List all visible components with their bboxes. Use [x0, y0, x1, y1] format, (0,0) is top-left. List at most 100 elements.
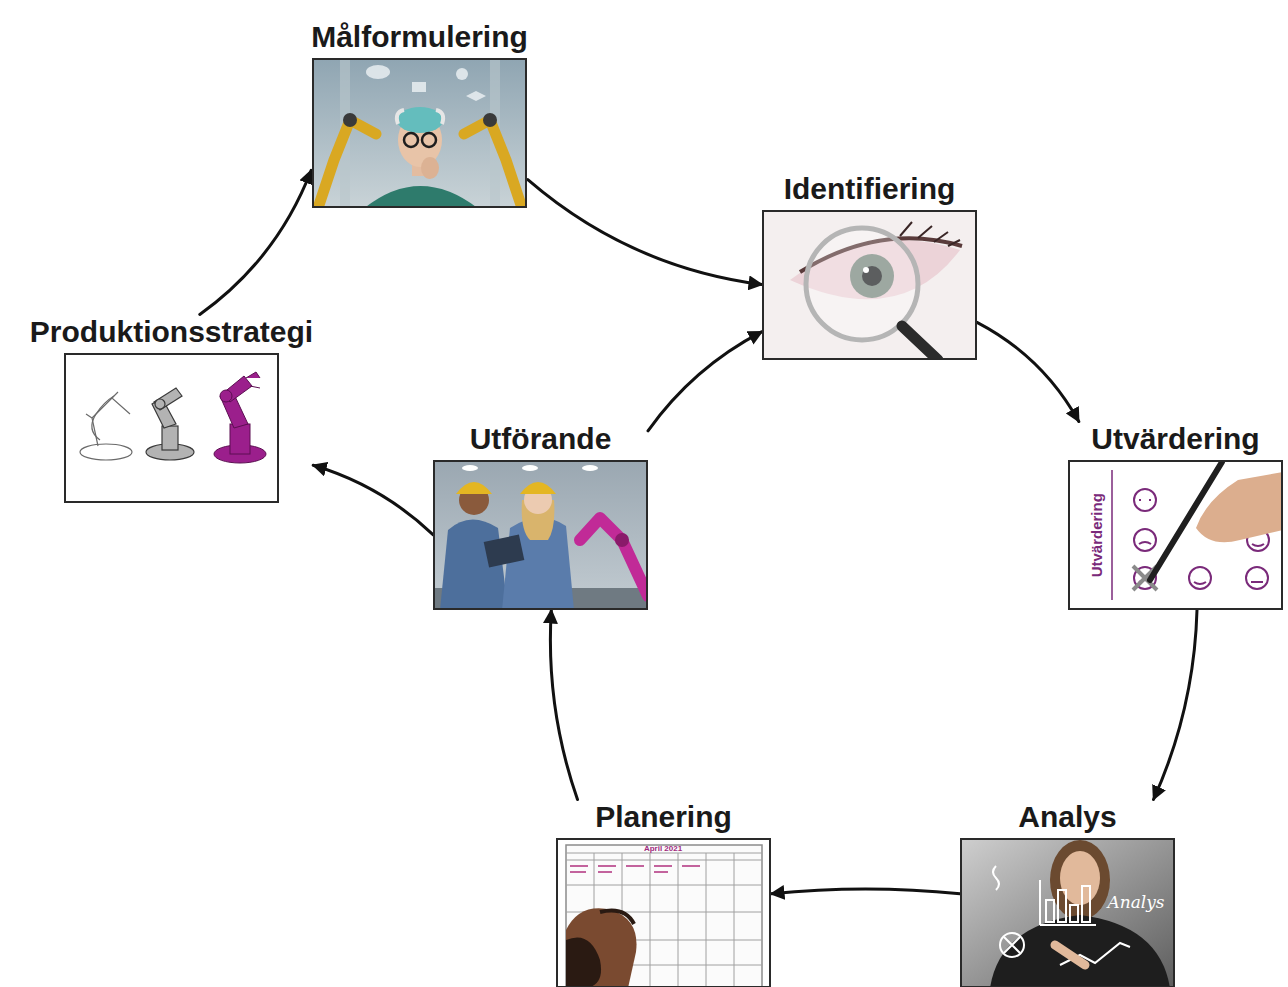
strategy-illustration — [64, 353, 279, 503]
cycle-arrow — [200, 170, 311, 314]
goal-illustration-part — [412, 82, 426, 92]
picture-frame — [762, 210, 977, 360]
planning-illustration-part — [570, 866, 700, 872]
goal-illustration-part — [366, 65, 390, 79]
analysis-illustration-part-part — [1040, 880, 1096, 925]
goal-illustration — [312, 58, 527, 208]
planning-illustration-part-part — [566, 885, 762, 886]
execution-illustration-part — [433, 460, 648, 610]
eye-illustration-part — [762, 210, 977, 360]
evaluation-illustration-part-part — [1189, 567, 1211, 589]
planning-illustration-part-part — [566, 853, 762, 854]
evaluation-illustration-part — [1111, 470, 1113, 600]
goal-illustration-part — [397, 110, 443, 124]
execution-illustration-part — [582, 465, 598, 471]
planning-illustration-part-part — [706, 853, 707, 987]
planning-illustration-part-part — [598, 871, 612, 873]
analysis-illustration-part-part — [1004, 937, 1020, 953]
planning-illustration-part-part — [626, 865, 644, 867]
analysis-illustration-part — [960, 838, 1175, 987]
planning-illustration-part — [566, 938, 601, 987]
analysis-illustration-part-part — [1082, 886, 1090, 922]
execution-illustration — [433, 460, 648, 610]
picture-frame — [960, 838, 1175, 987]
analysis-illustration-part-part — [1000, 933, 1024, 957]
step-heading: Produktionsstrategi — [30, 315, 313, 350]
strategy-illustration-part-part — [220, 390, 232, 402]
analysis-illustration-part — [1055, 945, 1085, 965]
planning-illustration-part-part — [654, 865, 672, 867]
planning-illustration-part-part — [566, 860, 762, 861]
strategy-illustration-part — [146, 388, 194, 460]
planning-illustration-part — [566, 845, 762, 987]
execution-illustration-part — [522, 465, 538, 471]
strategy-illustration-part-part — [92, 396, 114, 440]
strategy-illustration-part-part — [162, 426, 178, 450]
planning-illustration-part — [600, 911, 634, 925]
evaluation-illustration-part-part — [1134, 529, 1156, 551]
planning-illustration-part-part — [678, 853, 679, 987]
strategy-illustration-part — [80, 392, 132, 460]
goal-illustration-part — [422, 133, 436, 147]
execution-illustration-part — [615, 533, 629, 547]
goal-illustration-part — [312, 58, 527, 208]
step-heading: Analys — [1018, 800, 1116, 835]
picture-frame — [312, 58, 527, 208]
cycle-arrow — [1154, 610, 1198, 800]
strategy-illustration-part — [64, 353, 279, 503]
handwritten-word: Analys — [1107, 893, 1164, 912]
plan-step: Planering — [556, 800, 771, 987]
planning-illustration-part — [556, 838, 771, 987]
evaluation-illustration-part — [1068, 460, 1283, 610]
planning-illustration-part-part — [734, 853, 735, 987]
goal-illustration-part — [397, 107, 443, 133]
execution-illustration-part — [580, 518, 648, 596]
cycle-arrow — [977, 322, 1079, 421]
goal-illustration-part — [318, 120, 376, 208]
goal-illustration-part — [343, 113, 357, 127]
goal-step: Målformulering — [311, 20, 528, 209]
planning-illustration-part-part — [570, 865, 588, 867]
analysis-illustration-part — [993, 866, 1130, 965]
form-title: Utvärdering — [1089, 493, 1106, 577]
execute-step: Utförande — [433, 422, 648, 611]
analysis-illustration-part-part — [1046, 900, 1054, 922]
goal-illustration-part — [483, 113, 497, 127]
cycle-arrow — [550, 610, 577, 800]
evaluation-illustration — [1068, 460, 1283, 610]
step-heading: Utvärdering — [1091, 422, 1259, 457]
picture-frame — [556, 838, 771, 987]
analysis-illustration-part-part — [993, 866, 999, 890]
evaluation-illustration-part-part — [1134, 489, 1156, 511]
strategy-illustration-part-part — [80, 444, 132, 460]
step-heading: Identifiering — [784, 172, 956, 207]
evaluation-illustration-part-part — [1246, 567, 1268, 589]
execution-illustration-part — [520, 482, 556, 494]
cycle-arrow — [648, 332, 762, 431]
strategy-illustration-part-part — [154, 388, 182, 410]
planning-illustration-part-part — [598, 865, 616, 867]
strategy-illustration-part — [214, 372, 266, 463]
goal-illustration-part — [464, 120, 522, 208]
goal-illustration-part — [404, 133, 418, 147]
step-heading: Utförande — [470, 422, 612, 457]
planning-illustration-part-part — [650, 853, 651, 987]
strategy-illustration-part-part — [86, 392, 130, 446]
identify-step: Identifiering — [762, 172, 977, 361]
planning-illustration-part-part — [654, 871, 668, 873]
analysis-illustration — [960, 838, 1175, 987]
eye-illustration-part — [902, 326, 938, 360]
planning-illustration-part-part — [682, 865, 700, 867]
strategy-illustration-part-part — [230, 424, 250, 454]
picture-frame — [64, 353, 279, 503]
strategy-illustration-part-part — [155, 399, 165, 409]
eye-illustration-part — [900, 222, 960, 246]
analysis-illustration-part-part — [1058, 890, 1066, 922]
planning-illustration-part-part — [570, 871, 586, 873]
step-heading: Målformulering — [311, 20, 528, 55]
strategy-illustration-part-part — [246, 372, 260, 388]
goal-illustration-part — [456, 68, 468, 80]
execution-illustration-part — [456, 482, 492, 494]
strategy-step: Produktionsstrategi — [30, 315, 313, 504]
